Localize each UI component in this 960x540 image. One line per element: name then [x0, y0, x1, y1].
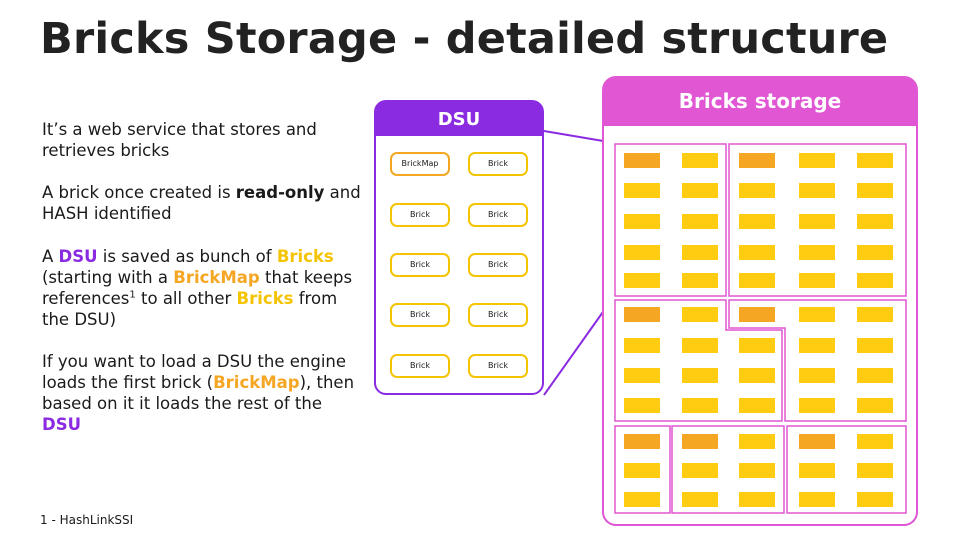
stored-brick — [857, 245, 893, 260]
stored-brick — [857, 273, 893, 288]
stored-brick — [682, 245, 718, 260]
description-paragraph-3: A DSU is saved as bunch of Bricks (start… — [42, 247, 353, 329]
brickmap-brick: BrickMap — [390, 152, 450, 176]
bricks-storage-panel: Bricks storage — [602, 76, 918, 526]
brick: Brick — [390, 354, 450, 378]
footnote: 1 - HashLinkSSI — [40, 513, 134, 527]
stored-brick — [799, 153, 835, 168]
stored-brick — [682, 492, 718, 507]
stored-brick — [624, 338, 660, 353]
stored-brick — [799, 245, 835, 260]
brick: Brick — [468, 152, 528, 176]
stored-brick — [624, 368, 660, 383]
stored-brick — [682, 398, 718, 413]
brick: Brick — [468, 253, 528, 277]
stored-brick — [739, 273, 775, 288]
stored-brick — [624, 492, 660, 507]
stored-brick — [799, 338, 835, 353]
stored-brick — [739, 214, 775, 229]
stored-brick — [857, 463, 893, 478]
stored-brick — [682, 183, 718, 198]
stored-brick — [857, 398, 893, 413]
stored-brickmap — [739, 307, 775, 322]
dsu-header: DSU — [376, 102, 542, 136]
stored-brickmap — [624, 307, 660, 322]
stored-brick — [799, 214, 835, 229]
stored-brick — [624, 463, 660, 478]
stored-brick — [624, 183, 660, 198]
stored-brickmap — [624, 434, 660, 449]
stored-brick — [739, 492, 775, 507]
stored-brick — [682, 368, 718, 383]
stored-brick — [857, 434, 893, 449]
brick: Brick — [468, 303, 528, 327]
stored-brick — [739, 398, 775, 413]
stored-brick — [739, 368, 775, 383]
description-paragraph-2: A brick once created is read-only and HA… — [42, 183, 361, 223]
stored-brick — [799, 398, 835, 413]
brick: Brick — [390, 253, 450, 277]
dsu-panel: DSU BrickMap Brick Brick Brick Brick Bri… — [374, 100, 544, 395]
brick: Brick — [390, 203, 450, 227]
stored-brick — [682, 273, 718, 288]
stored-brick — [799, 492, 835, 507]
stored-brick — [739, 338, 775, 353]
stored-brickmap — [799, 434, 835, 449]
stored-brick — [857, 307, 893, 322]
stored-brick — [624, 214, 660, 229]
stored-brickmap — [624, 153, 660, 168]
stored-brick — [857, 214, 893, 229]
stored-brick — [799, 463, 835, 478]
brick: Brick — [468, 203, 528, 227]
description-paragraph-4: If you want to load a DSU the engine loa… — [42, 352, 355, 434]
stored-brick — [682, 214, 718, 229]
stored-brick — [739, 245, 775, 260]
stored-brick — [624, 273, 660, 288]
stored-brick — [799, 273, 835, 288]
brick: Brick — [468, 354, 528, 378]
stored-brick — [682, 307, 718, 322]
stored-brick — [857, 368, 893, 383]
bricks-storage-header: Bricks storage — [604, 78, 916, 126]
stored-brickmap — [682, 434, 718, 449]
stored-brick — [739, 434, 775, 449]
stored-brick — [682, 153, 718, 168]
brick: Brick — [390, 303, 450, 327]
description-paragraph-1: It’s a web service that stores and retri… — [42, 120, 317, 160]
stored-brick — [799, 183, 835, 198]
stored-brick — [739, 463, 775, 478]
stored-brick — [857, 492, 893, 507]
stored-brick — [857, 183, 893, 198]
page-title: Bricks Storage - detailed structure — [40, 14, 889, 64]
stored-brick — [682, 338, 718, 353]
stored-brickmap — [739, 153, 775, 168]
stored-brick — [857, 338, 893, 353]
stored-brick — [799, 368, 835, 383]
stored-brick — [799, 307, 835, 322]
stored-brick — [682, 463, 718, 478]
storage-group-outlines — [614, 143, 907, 514]
stored-brick — [624, 398, 660, 413]
stored-brick — [624, 245, 660, 260]
stored-brick — [857, 153, 893, 168]
stored-brick — [739, 183, 775, 198]
